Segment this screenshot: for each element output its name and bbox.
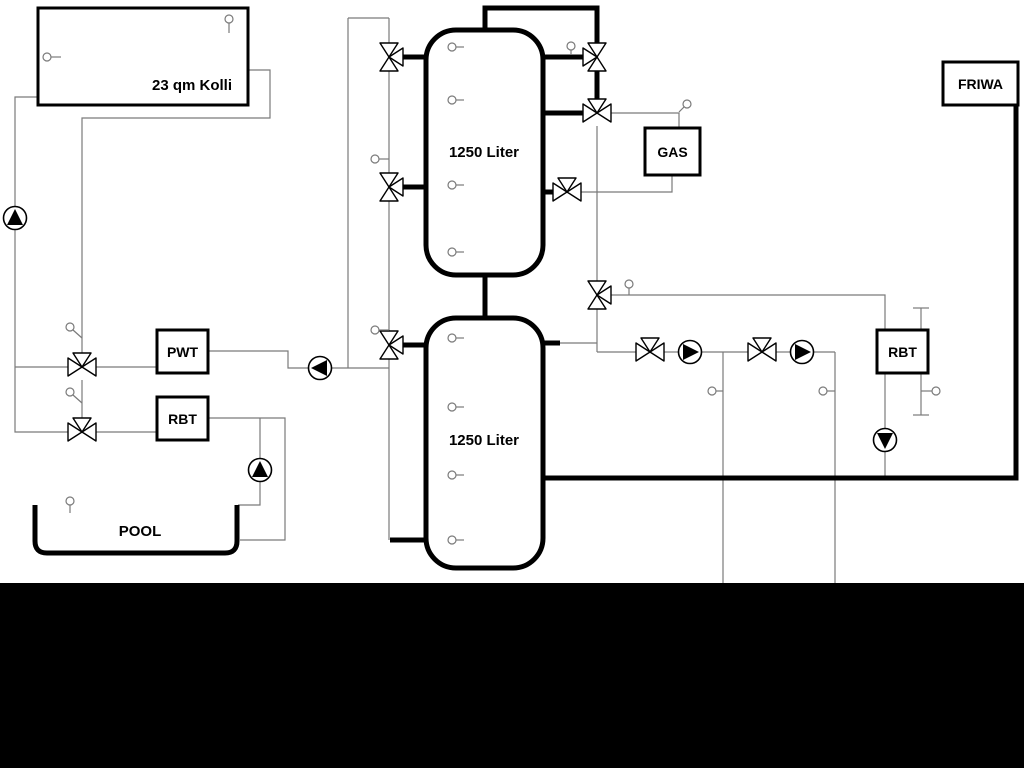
pwt-heat-exchanger-box — [155, 328, 210, 375]
valve-heating-mixer-icon — [587, 280, 612, 310]
sensor-icons — [42, 14, 941, 545]
pump-circuit-b-icon — [789, 339, 815, 365]
valve-tank1-lower-left-icon — [379, 172, 404, 202]
tank-top-label: 1250 Liter — [449, 144, 519, 161]
sensor-collector-top-icon — [224, 14, 234, 33]
valve-tank1-upper-left-icon — [379, 42, 404, 72]
footer-band — [0, 583, 1024, 768]
valve-header-icon — [582, 42, 607, 72]
pump-pool-icon — [247, 457, 273, 483]
buffer-tank-top — [423, 27, 546, 278]
sensor-tank2-2-icon — [447, 402, 464, 412]
solar-collector-box — [36, 6, 250, 107]
pump-icons — [2, 205, 898, 483]
rbt-left-label: RBT — [168, 411, 197, 427]
sensor-tank1-1-icon — [447, 42, 464, 52]
sensor-rbt-right-icon — [921, 386, 941, 396]
sensor-mixer-icon — [624, 279, 634, 295]
sensor-riser-2-icon — [370, 325, 389, 335]
valve-rbt-icon — [67, 417, 97, 442]
rbt-right-label: RBT — [888, 344, 917, 360]
sensor-tank2-1-icon — [447, 333, 464, 343]
valve-circuit-b-icon — [747, 337, 777, 362]
sensor-collector-left-icon — [42, 52, 61, 62]
friwa-station-box — [941, 60, 1020, 107]
rbt-left-box — [155, 395, 210, 442]
sensor-riser-1-icon — [370, 154, 389, 164]
valve-tank2-upper-left-icon — [379, 330, 404, 360]
friwa-label: FRIWA — [958, 76, 1003, 92]
sensor-tank2-4-icon — [447, 535, 464, 545]
sensor-circuit-a-icon — [707, 386, 723, 396]
pool-basin — [32, 505, 240, 556]
sensor-circuit-b-icon — [818, 386, 835, 396]
pump-solar-icon — [2, 205, 28, 231]
sensor-tank2-3-icon — [447, 470, 464, 480]
pump-circuit-a-icon — [677, 339, 703, 365]
sensor-pool-icon — [65, 496, 75, 513]
pump-rbt-right-icon — [872, 427, 898, 453]
valve-pwt-icon — [67, 352, 97, 377]
pump-pwt-icon — [307, 355, 333, 381]
gas-label: GAS — [657, 144, 687, 160]
sensor-tank1-3-icon — [447, 180, 464, 190]
sensor-pwt-valve-icon — [65, 322, 83, 339]
pwt-label: PWT — [167, 344, 199, 360]
gas-boiler-box — [643, 126, 702, 177]
tank-bottom-label: 1250 Liter — [449, 432, 519, 449]
valve-circuit-a-icon — [635, 337, 665, 362]
pool-label: POOL — [119, 523, 162, 540]
sensor-tank1-4-icon — [447, 247, 464, 257]
sensor-header-icon — [566, 41, 576, 55]
valve-gas-supply-icon — [582, 98, 612, 123]
valve-icons — [67, 42, 777, 442]
rbt-right-box — [875, 328, 930, 375]
sensor-rbt-valve-icon — [65, 387, 83, 404]
buffer-tank-bottom — [423, 315, 546, 571]
sensor-gas-icon — [678, 99, 692, 113]
collector-label: 23 qm Kolli — [152, 77, 232, 94]
valve-gas-return-icon — [552, 177, 582, 202]
sensor-tank1-2-icon — [447, 95, 464, 105]
